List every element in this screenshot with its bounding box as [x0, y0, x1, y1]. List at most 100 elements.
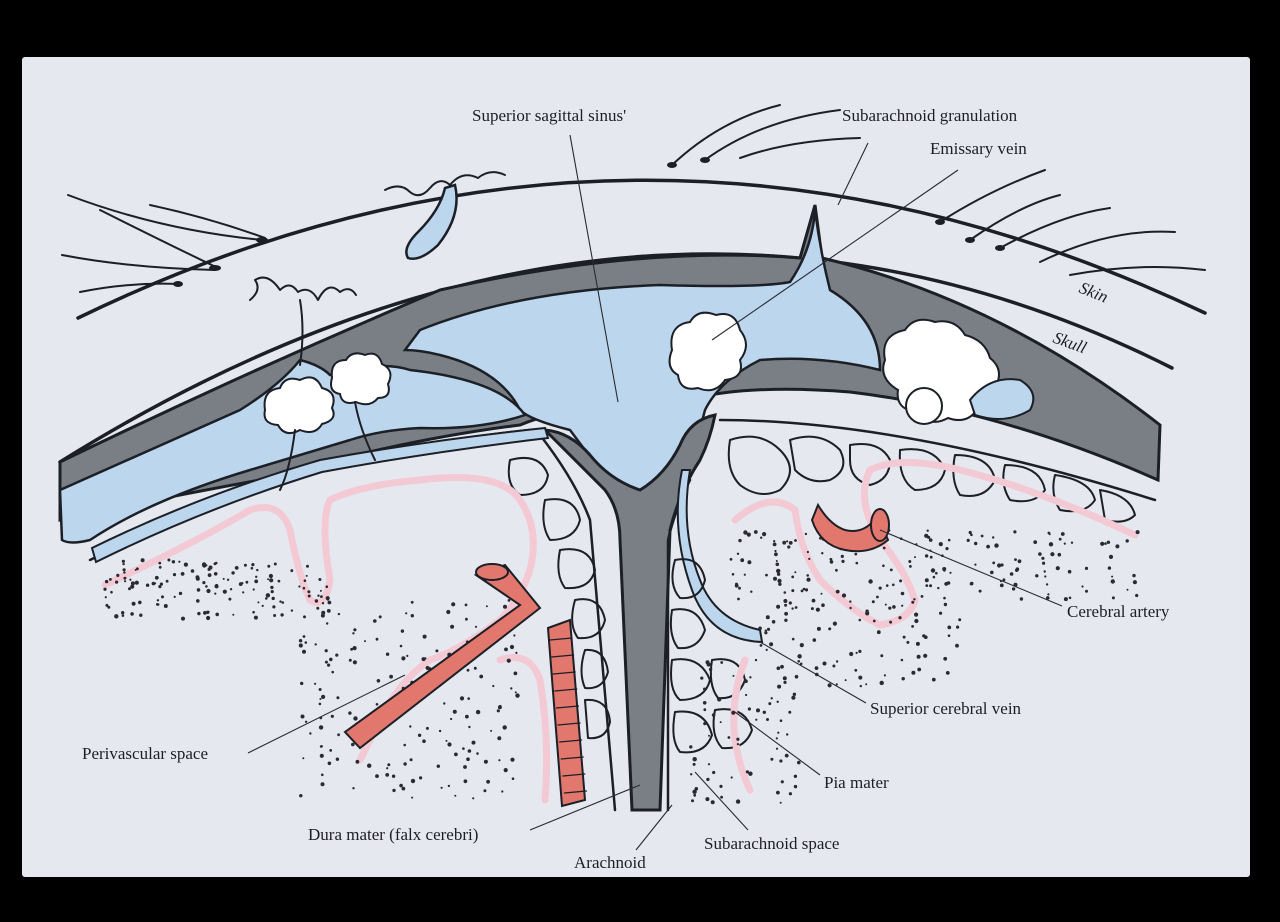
stipple-dot	[791, 607, 794, 610]
stipple-dot	[180, 572, 185, 576]
stipple-dot	[901, 604, 904, 607]
stipple-dot	[1108, 554, 1114, 560]
stipple-dot	[504, 647, 508, 652]
stipple-dot	[1085, 589, 1088, 593]
stipple-dot	[911, 600, 915, 604]
stipple-dot	[880, 654, 884, 658]
stipple-dot	[690, 773, 693, 776]
scalp-vein-squiggle-left	[384, 171, 506, 197]
stipple-dot	[794, 539, 797, 542]
stipple-dot	[956, 625, 960, 629]
stipple-dot	[451, 602, 456, 607]
stipple-dot	[1017, 559, 1022, 564]
stipple-dot	[943, 569, 946, 572]
stipple-dot	[694, 787, 699, 791]
stipple-dot	[463, 779, 468, 784]
stipple-dot	[775, 562, 780, 567]
stipple-dot	[140, 558, 145, 563]
stipple-dot	[816, 626, 821, 631]
stipple-dot	[329, 749, 333, 752]
stipple-dot	[955, 643, 959, 648]
stipple-dot	[878, 586, 882, 590]
stipple-dot	[320, 782, 325, 787]
stipple-dot	[121, 611, 125, 615]
stipple-dot	[849, 600, 852, 603]
stipple-dot	[782, 540, 787, 545]
stipple-dot	[351, 742, 355, 747]
stipple-dot	[917, 667, 922, 672]
stipple-dot	[515, 693, 520, 698]
stipple-dot	[435, 649, 439, 653]
stipple-dot	[507, 599, 511, 602]
stipple-dot	[736, 552, 740, 555]
stipple-dot	[314, 599, 319, 603]
stipple-dot	[410, 614, 414, 618]
artery-ticks	[549, 637, 588, 794]
stipple-dot	[784, 603, 788, 607]
stipple-dot	[173, 595, 176, 599]
stipple-dot	[105, 603, 109, 607]
stipple-dot	[492, 684, 495, 688]
stipple-dot	[892, 605, 896, 609]
stipple-dot	[265, 593, 271, 598]
stipple-dot	[319, 698, 322, 700]
stipple-dot	[997, 563, 1002, 568]
stipple-dot	[1111, 575, 1114, 578]
stipple-dot	[974, 563, 977, 566]
stipple-dot	[806, 577, 811, 582]
stipple-dot	[206, 615, 211, 621]
stipple-dot	[944, 582, 949, 586]
arachnoid-granulation-left	[263, 352, 392, 435]
stipple-dot	[154, 575, 159, 580]
stipple-dot	[280, 613, 284, 617]
stipple-dot	[994, 543, 999, 548]
stipple-dot	[765, 615, 770, 620]
stipple-dot	[215, 584, 219, 589]
superior-cerebral-vein-left	[90, 426, 550, 564]
stipple-dot	[745, 693, 748, 697]
stipple-dot	[788, 792, 793, 796]
stipple-dot	[898, 616, 902, 620]
stipple-dot	[320, 613, 325, 618]
stipple-dot	[256, 568, 259, 572]
stipple-dot	[791, 589, 795, 593]
stipple-dot	[930, 568, 936, 573]
stipple-dot	[410, 778, 416, 784]
stipple-dot	[909, 565, 912, 568]
stipple-dot	[229, 588, 233, 591]
stipple-dot	[490, 729, 493, 732]
stipple-dot	[749, 676, 752, 679]
stipple-dot	[450, 717, 453, 721]
stipple-dot	[884, 603, 887, 606]
stipple-dot	[464, 603, 468, 607]
stipple-dot	[746, 532, 751, 537]
stipple-dot	[104, 579, 109, 584]
stipple-dot	[782, 676, 787, 681]
stipple-dot	[298, 643, 303, 648]
stipple-dot	[777, 578, 782, 584]
stipple-dot	[335, 653, 339, 657]
stipple-dot	[213, 572, 218, 576]
stipple-dot	[215, 612, 219, 617]
stipple-dot	[743, 530, 748, 535]
stipple-dot	[502, 725, 507, 730]
stipple-dot	[196, 599, 200, 603]
stipple-dot	[868, 579, 873, 584]
stipple-dot	[916, 654, 921, 659]
stipple-dot	[511, 777, 515, 780]
stipple-dot	[277, 579, 281, 583]
stipple-dot	[793, 774, 798, 778]
stipple-dot	[885, 584, 889, 587]
stipple-dot	[300, 681, 304, 686]
stipple-dot	[232, 613, 235, 616]
stipple-dot	[731, 710, 736, 715]
stipple-dot	[114, 614, 119, 619]
stipple-dot	[872, 619, 876, 623]
stipple-dot	[1033, 540, 1038, 544]
stipple-dot	[731, 573, 735, 576]
stipple-dot	[777, 684, 782, 689]
stipple-dot	[214, 592, 217, 595]
stipple-dot	[471, 740, 476, 745]
stipple-dot	[123, 576, 127, 580]
stipple-dot	[509, 644, 515, 650]
